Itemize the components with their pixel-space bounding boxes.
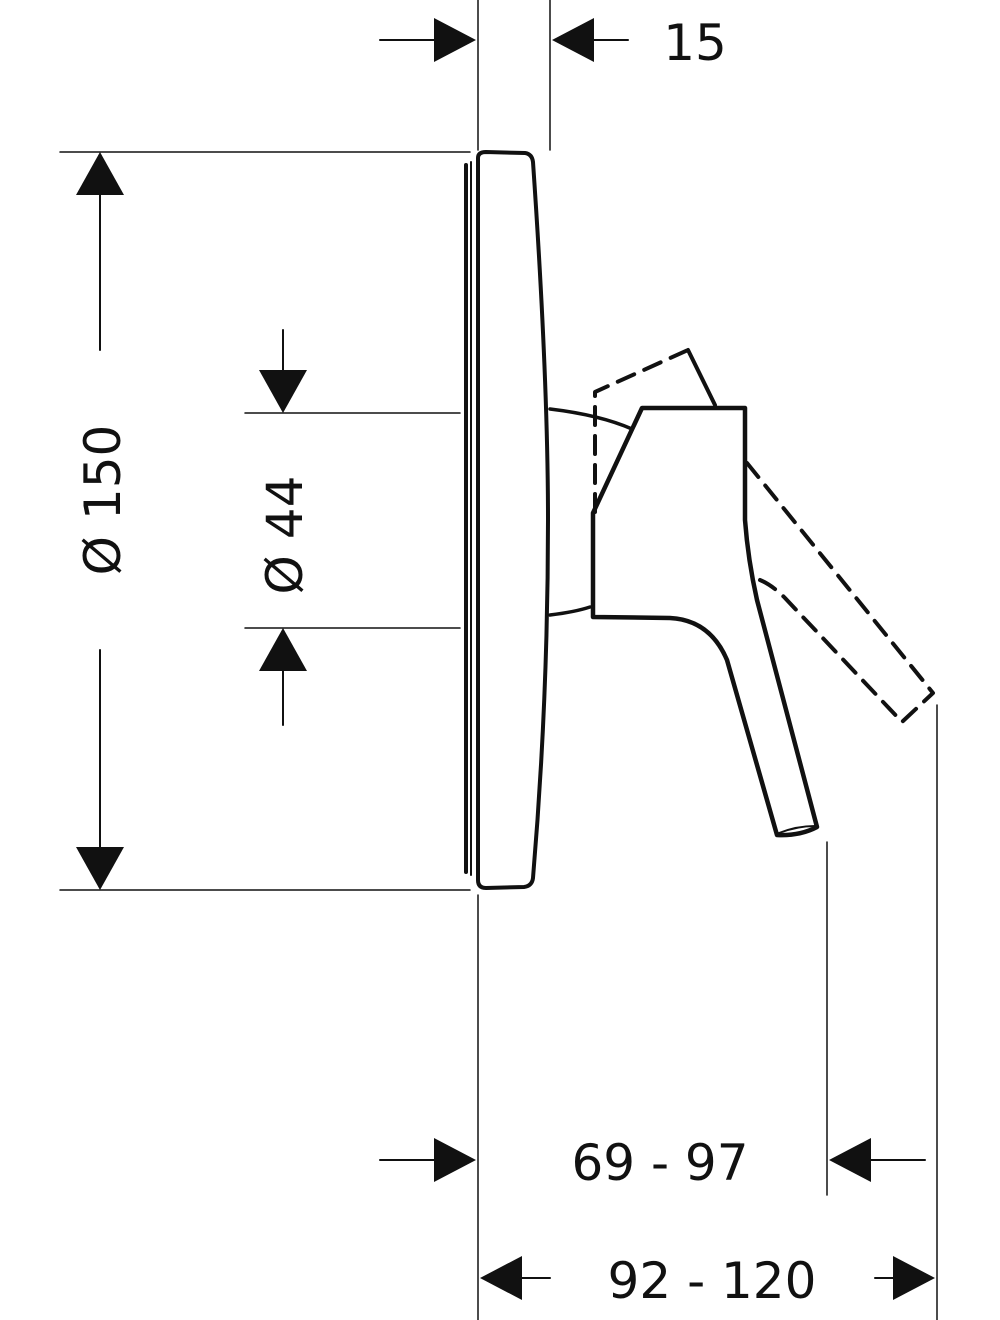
handle-tip bbox=[778, 825, 816, 834]
dim-plate-diameter-label: Ø 150 bbox=[74, 425, 132, 576]
dim-body-diameter-label: Ø 44 bbox=[256, 476, 314, 595]
dimension-lines bbox=[99, 39, 926, 1279]
handle-alternate-edge bbox=[686, 348, 717, 407]
dim-depth-label: 15 bbox=[663, 14, 727, 72]
handle-alternate-position bbox=[593, 348, 935, 724]
dim-total-projection-label: 92 - 120 bbox=[608, 1252, 817, 1310]
wall-plate bbox=[464, 150, 550, 890]
dimension-arrows bbox=[76, 18, 935, 1300]
mixer-handle bbox=[590, 405, 820, 838]
dim-handle-projection-label: 69 - 97 bbox=[571, 1134, 748, 1192]
extension-lines bbox=[59, 0, 938, 1320]
